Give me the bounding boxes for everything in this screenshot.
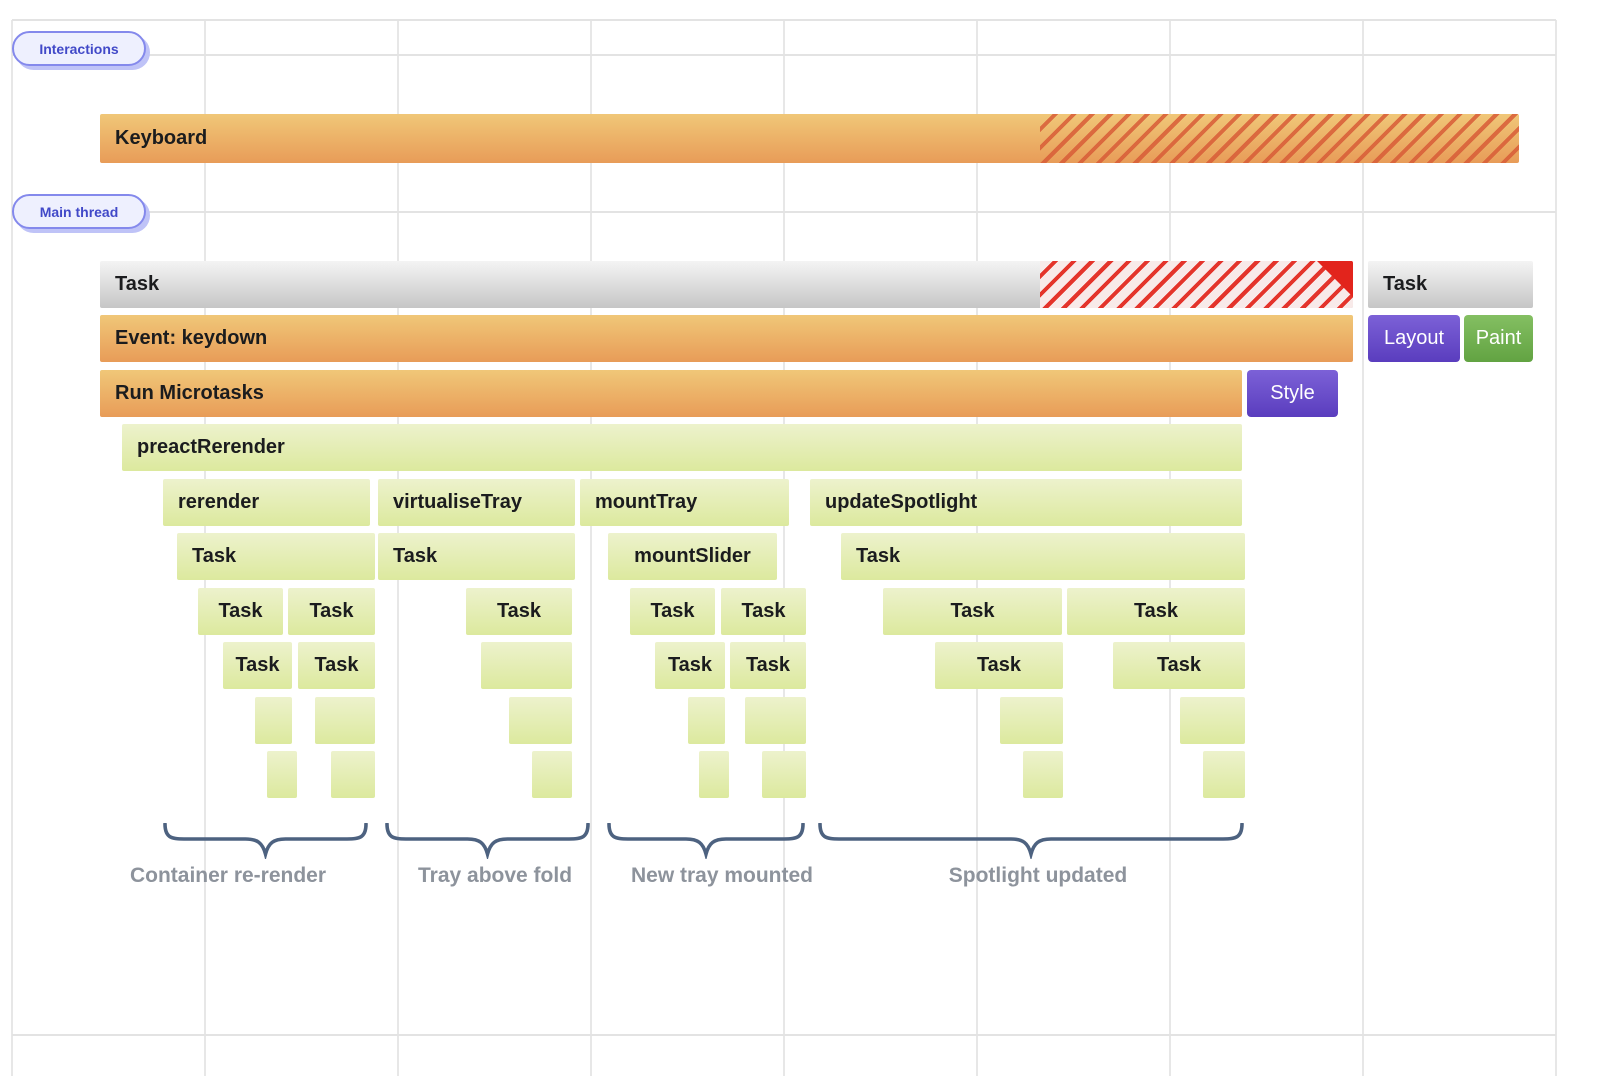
bar-label: Task — [1133, 600, 1179, 622]
subtask-bar[interactable] — [1203, 751, 1245, 798]
task-bar[interactable]: Task — [883, 588, 1062, 635]
bar-label: mountSlider — [634, 545, 751, 567]
horizontal-gridline — [12, 54, 1556, 56]
subtask-bar[interactable] — [481, 642, 572, 689]
task-bar[interactable]: Task — [841, 533, 1245, 580]
event-keydown-bar[interactable]: Event: keydown — [100, 315, 1353, 362]
subtask-bar[interactable] — [509, 697, 572, 744]
red-hatch-overlay — [1040, 261, 1353, 308]
vertical-gridline — [783, 20, 785, 1076]
phase-caption: Container re-render — [129, 864, 327, 887]
bar-label: Task — [976, 654, 1022, 676]
subtask-bar[interactable] — [255, 697, 292, 744]
bar-label: Task — [496, 600, 542, 622]
task-bar[interactable]: Task — [630, 588, 715, 635]
task-bar[interactable]: Task — [935, 642, 1063, 689]
bar-label: updateSpotlight — [825, 491, 978, 513]
paint-bar[interactable]: Paint — [1464, 315, 1533, 362]
subtask-bar[interactable] — [267, 751, 297, 798]
main-thread-track-pill[interactable]: Main thread — [12, 194, 146, 229]
subtask-bar[interactable] — [532, 751, 572, 798]
underbrace-icon — [385, 823, 590, 859]
subtask-bar[interactable] — [688, 697, 725, 744]
vertical-gridline — [590, 20, 592, 1076]
subtask-bar[interactable] — [1023, 751, 1063, 798]
underbrace-icon — [163, 823, 368, 859]
vertical-gridline — [1362, 20, 1364, 1076]
bar-label: Task — [309, 600, 354, 622]
orange-hatch-overlay — [1040, 114, 1519, 163]
bar-label: virtualiseTray — [393, 491, 522, 513]
layout-bar[interactable]: Layout — [1368, 315, 1460, 362]
bar-label: Task — [192, 545, 237, 567]
run-microtasks-bar[interactable]: Run Microtasks — [100, 370, 1242, 417]
bar-label: Task — [218, 600, 263, 622]
task-bar[interactable]: Task — [1113, 642, 1245, 689]
mount-tray-bar[interactable]: mountTray — [580, 479, 789, 526]
task-bar[interactable]: Task — [223, 642, 292, 689]
bar-label: Task — [667, 654, 713, 676]
subtask-bar[interactable] — [1180, 697, 1245, 744]
horizontal-gridline — [12, 1034, 1556, 1036]
virtualise-tray-bar[interactable]: virtualiseTray — [378, 479, 575, 526]
horizontal-gridline — [12, 211, 1556, 213]
interactions-track-label: Interactions — [39, 40, 119, 57]
keyboard-interaction-bar[interactable]: Keyboard — [100, 114, 1519, 163]
task-bar[interactable]: Task — [177, 533, 375, 580]
bar-label: Task — [314, 654, 359, 676]
bar-label: Task — [393, 545, 438, 567]
subtask-bar[interactable] — [315, 697, 375, 744]
bar-label: Layout — [1383, 327, 1445, 349]
subtask-bar[interactable] — [1000, 697, 1063, 744]
update-spotlight-bar[interactable]: updateSpotlight — [810, 479, 1242, 526]
task-bar[interactable]: Task — [298, 642, 375, 689]
phase-caption: Spotlight updated — [948, 864, 1128, 887]
task-bar[interactable]: Task — [378, 533, 575, 580]
vertical-gridline — [11, 20, 13, 1076]
red-corner-triangle-icon — [1317, 261, 1353, 297]
vertical-gridline — [1555, 20, 1557, 1076]
bar-label: Event: keydown — [115, 327, 268, 349]
bar-label: Task — [745, 654, 791, 676]
bar-label: Style — [1270, 382, 1315, 404]
task-bar[interactable]: Task — [655, 642, 725, 689]
bar-label: Keyboard — [115, 127, 208, 149]
bar-label: rerender — [178, 491, 260, 513]
mount-slider-bar[interactable]: mountSlider — [608, 533, 777, 580]
secondary-task-bar[interactable]: Task — [1368, 261, 1533, 308]
subtask-bar[interactable] — [331, 751, 375, 798]
bar-label: Paint — [1475, 327, 1522, 349]
bar-label: preactRerender — [137, 436, 285, 458]
underbrace-icon — [607, 823, 805, 859]
subtask-bar[interactable] — [745, 697, 806, 744]
preact-rerender-bar[interactable]: preactRerender — [122, 424, 1242, 471]
bar-label: Task — [650, 600, 695, 622]
task-bar[interactable]: Task — [730, 642, 806, 689]
main-task-bar[interactable]: Task — [100, 261, 1353, 308]
bar-label: Task — [950, 600, 995, 622]
underbrace-icon — [818, 823, 1244, 859]
subtask-bar[interactable] — [762, 751, 806, 798]
task-bar[interactable]: Task — [198, 588, 283, 635]
task-bar[interactable]: Task — [721, 588, 806, 635]
phase-caption: Tray above fold — [417, 864, 573, 887]
phase-caption: New tray mounted — [630, 864, 814, 887]
bar-label: Task — [856, 545, 901, 567]
task-bar[interactable]: Task — [466, 588, 572, 635]
style-bar[interactable]: Style — [1247, 370, 1338, 417]
task-bar[interactable]: Task — [288, 588, 375, 635]
bar-label: Task — [1383, 273, 1428, 295]
bar-label: Task — [115, 273, 160, 295]
interactions-track-pill[interactable]: Interactions — [12, 31, 146, 66]
horizontal-gridline — [12, 19, 1556, 21]
subtask-bar[interactable] — [699, 751, 729, 798]
task-bar[interactable]: Task — [1067, 588, 1245, 635]
bar-label: Task — [1156, 654, 1202, 676]
bar-label: Task — [741, 600, 786, 622]
rerender-bar[interactable]: rerender — [163, 479, 370, 526]
main-thread-track-label: Main thread — [39, 203, 119, 220]
bar-label: mountTray — [595, 491, 698, 513]
bar-label: Run Microtasks — [115, 382, 264, 404]
bar-label: Task — [235, 654, 280, 676]
